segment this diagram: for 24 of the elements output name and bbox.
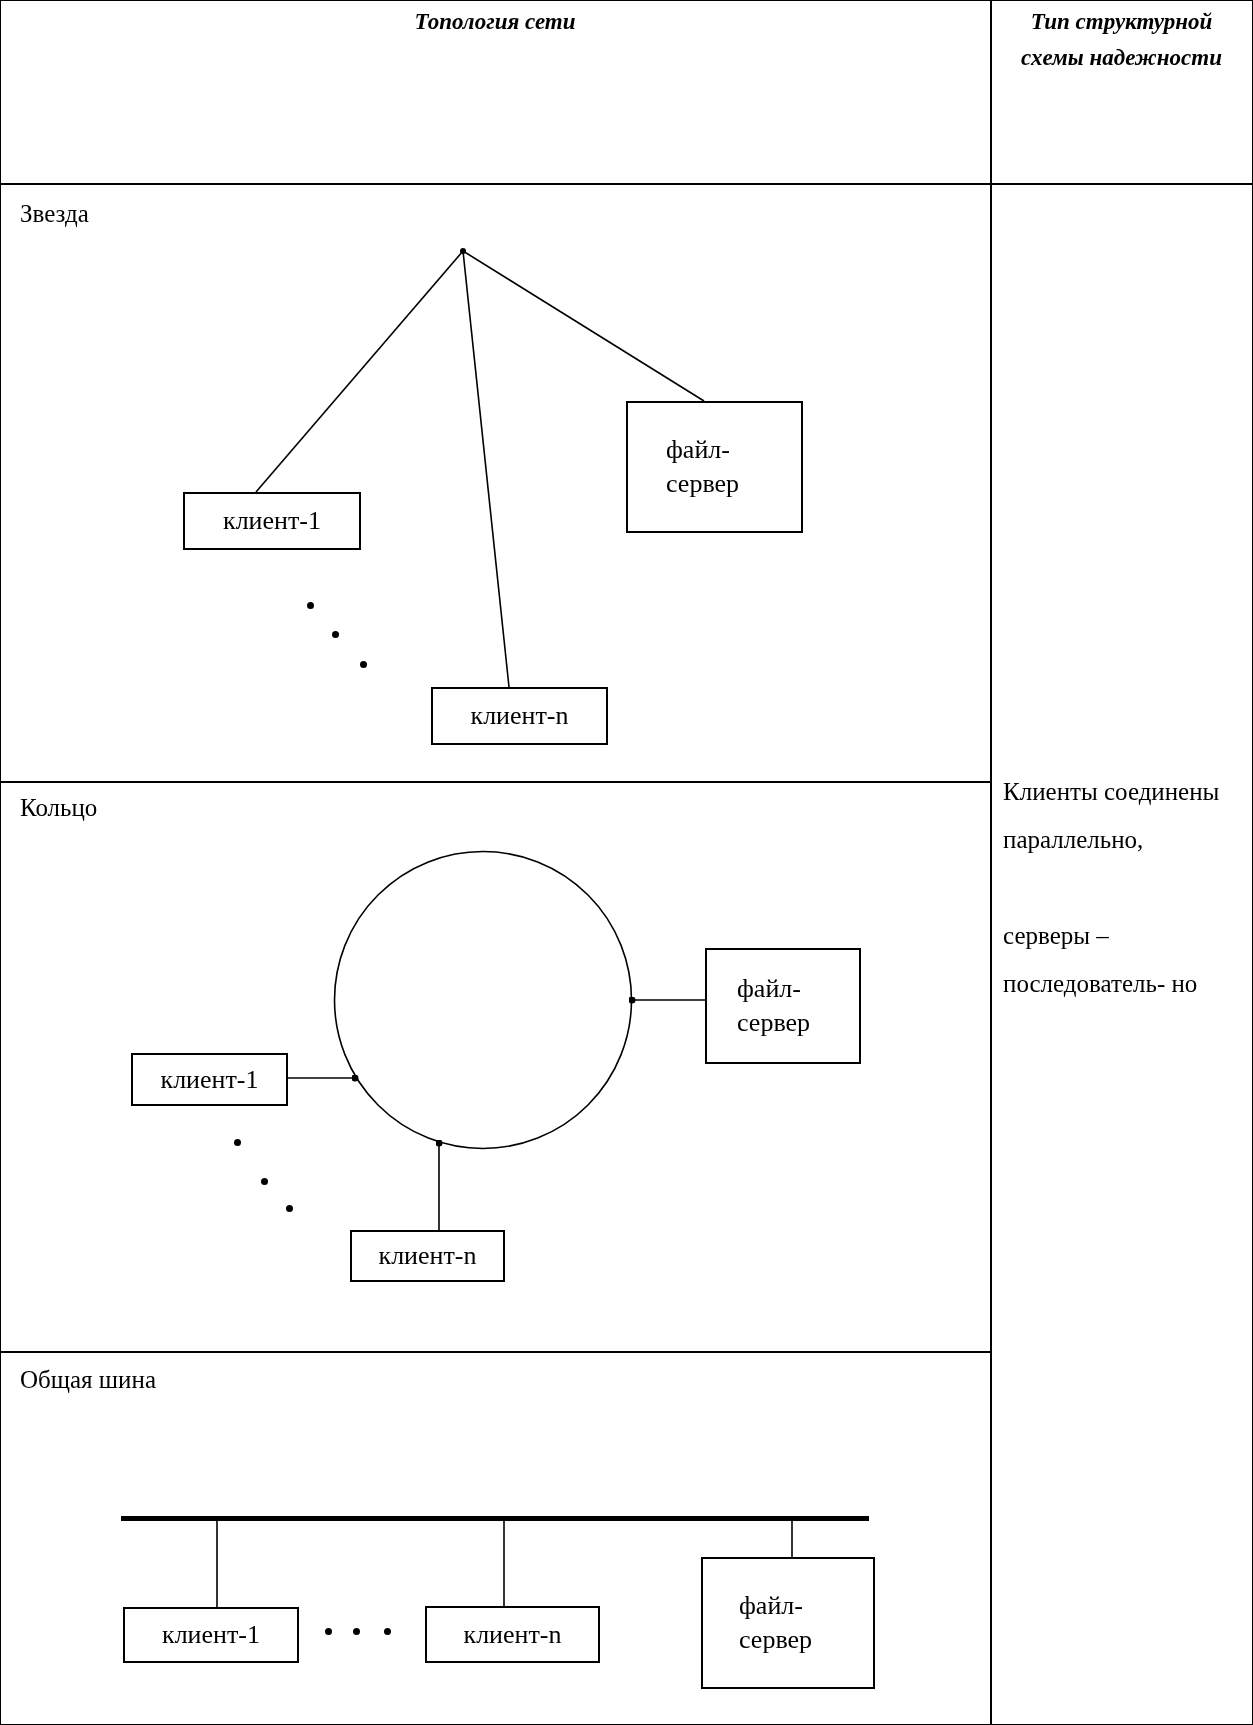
connector-line xyxy=(216,1518,218,1608)
connector-line xyxy=(503,1518,505,1607)
server-box: файл- сервер xyxy=(705,948,861,1064)
hub-point xyxy=(460,248,466,254)
client-box: клиент-n xyxy=(350,1230,505,1282)
description-text: серверы – последователь- но xyxy=(1003,921,1199,999)
dot-connector xyxy=(628,996,706,1004)
client-box: клиент-1 xyxy=(131,1053,288,1106)
column-header: Тип структурной схемы надежности xyxy=(1020,8,1223,72)
client-box: клиент-n xyxy=(425,1606,600,1663)
client-box: клиент-1 xyxy=(183,492,361,550)
client-box: клиент-1 xyxy=(123,1607,299,1663)
client-box: клиент-n xyxy=(431,687,608,745)
dot-connector xyxy=(287,1074,359,1082)
row-title: Общая шина xyxy=(20,1365,157,1395)
ring-circle xyxy=(333,850,633,1150)
server-box: файл- сервер xyxy=(626,401,803,533)
server-box: файл- сервер xyxy=(701,1557,875,1689)
connector-line xyxy=(791,1518,793,1558)
dot-connector xyxy=(435,1139,443,1231)
row-title: Кольцо xyxy=(20,793,99,823)
row-title: Звезда xyxy=(20,199,90,229)
description-text: Клиенты соединены параллельно, xyxy=(1003,777,1221,855)
column-header: Топология сети xyxy=(413,8,577,36)
